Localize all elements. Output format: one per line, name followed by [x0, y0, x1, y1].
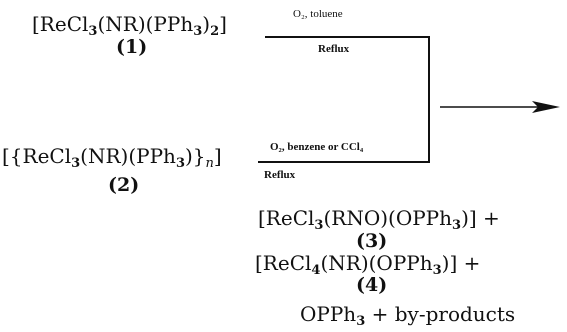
byproducts-line: OPPh3 + by-products	[300, 302, 516, 329]
reactant-1-label: (1)	[116, 36, 148, 58]
conditions-1-below: Reflux	[318, 43, 350, 55]
reaction-line-1	[265, 36, 429, 38]
conditions-2-below: Reflux	[264, 169, 296, 181]
reactant-2-formula: [{ReCl3(NR)(PPh3)}n]	[2, 144, 222, 171]
reactant-1-formula: [ReCl3(NR)(PPh3)2]	[32, 12, 227, 39]
product-3-label: (3)	[356, 230, 388, 252]
product-3-formula: [ReCl3(RNO)(OPPh3)] +	[258, 206, 500, 233]
product-4-label: (4)	[356, 274, 388, 296]
conditions-1-above: O₂, toluene	[293, 8, 343, 20]
connector-line	[428, 36, 430, 163]
product-4-formula: [ReCl4(NR)(OPPh3)] +	[255, 251, 481, 278]
conditions-2-above: O₂, benzene or CCl₄	[270, 141, 364, 153]
reactant-2-label: (2)	[108, 174, 140, 196]
reaction-line-2	[258, 161, 429, 163]
